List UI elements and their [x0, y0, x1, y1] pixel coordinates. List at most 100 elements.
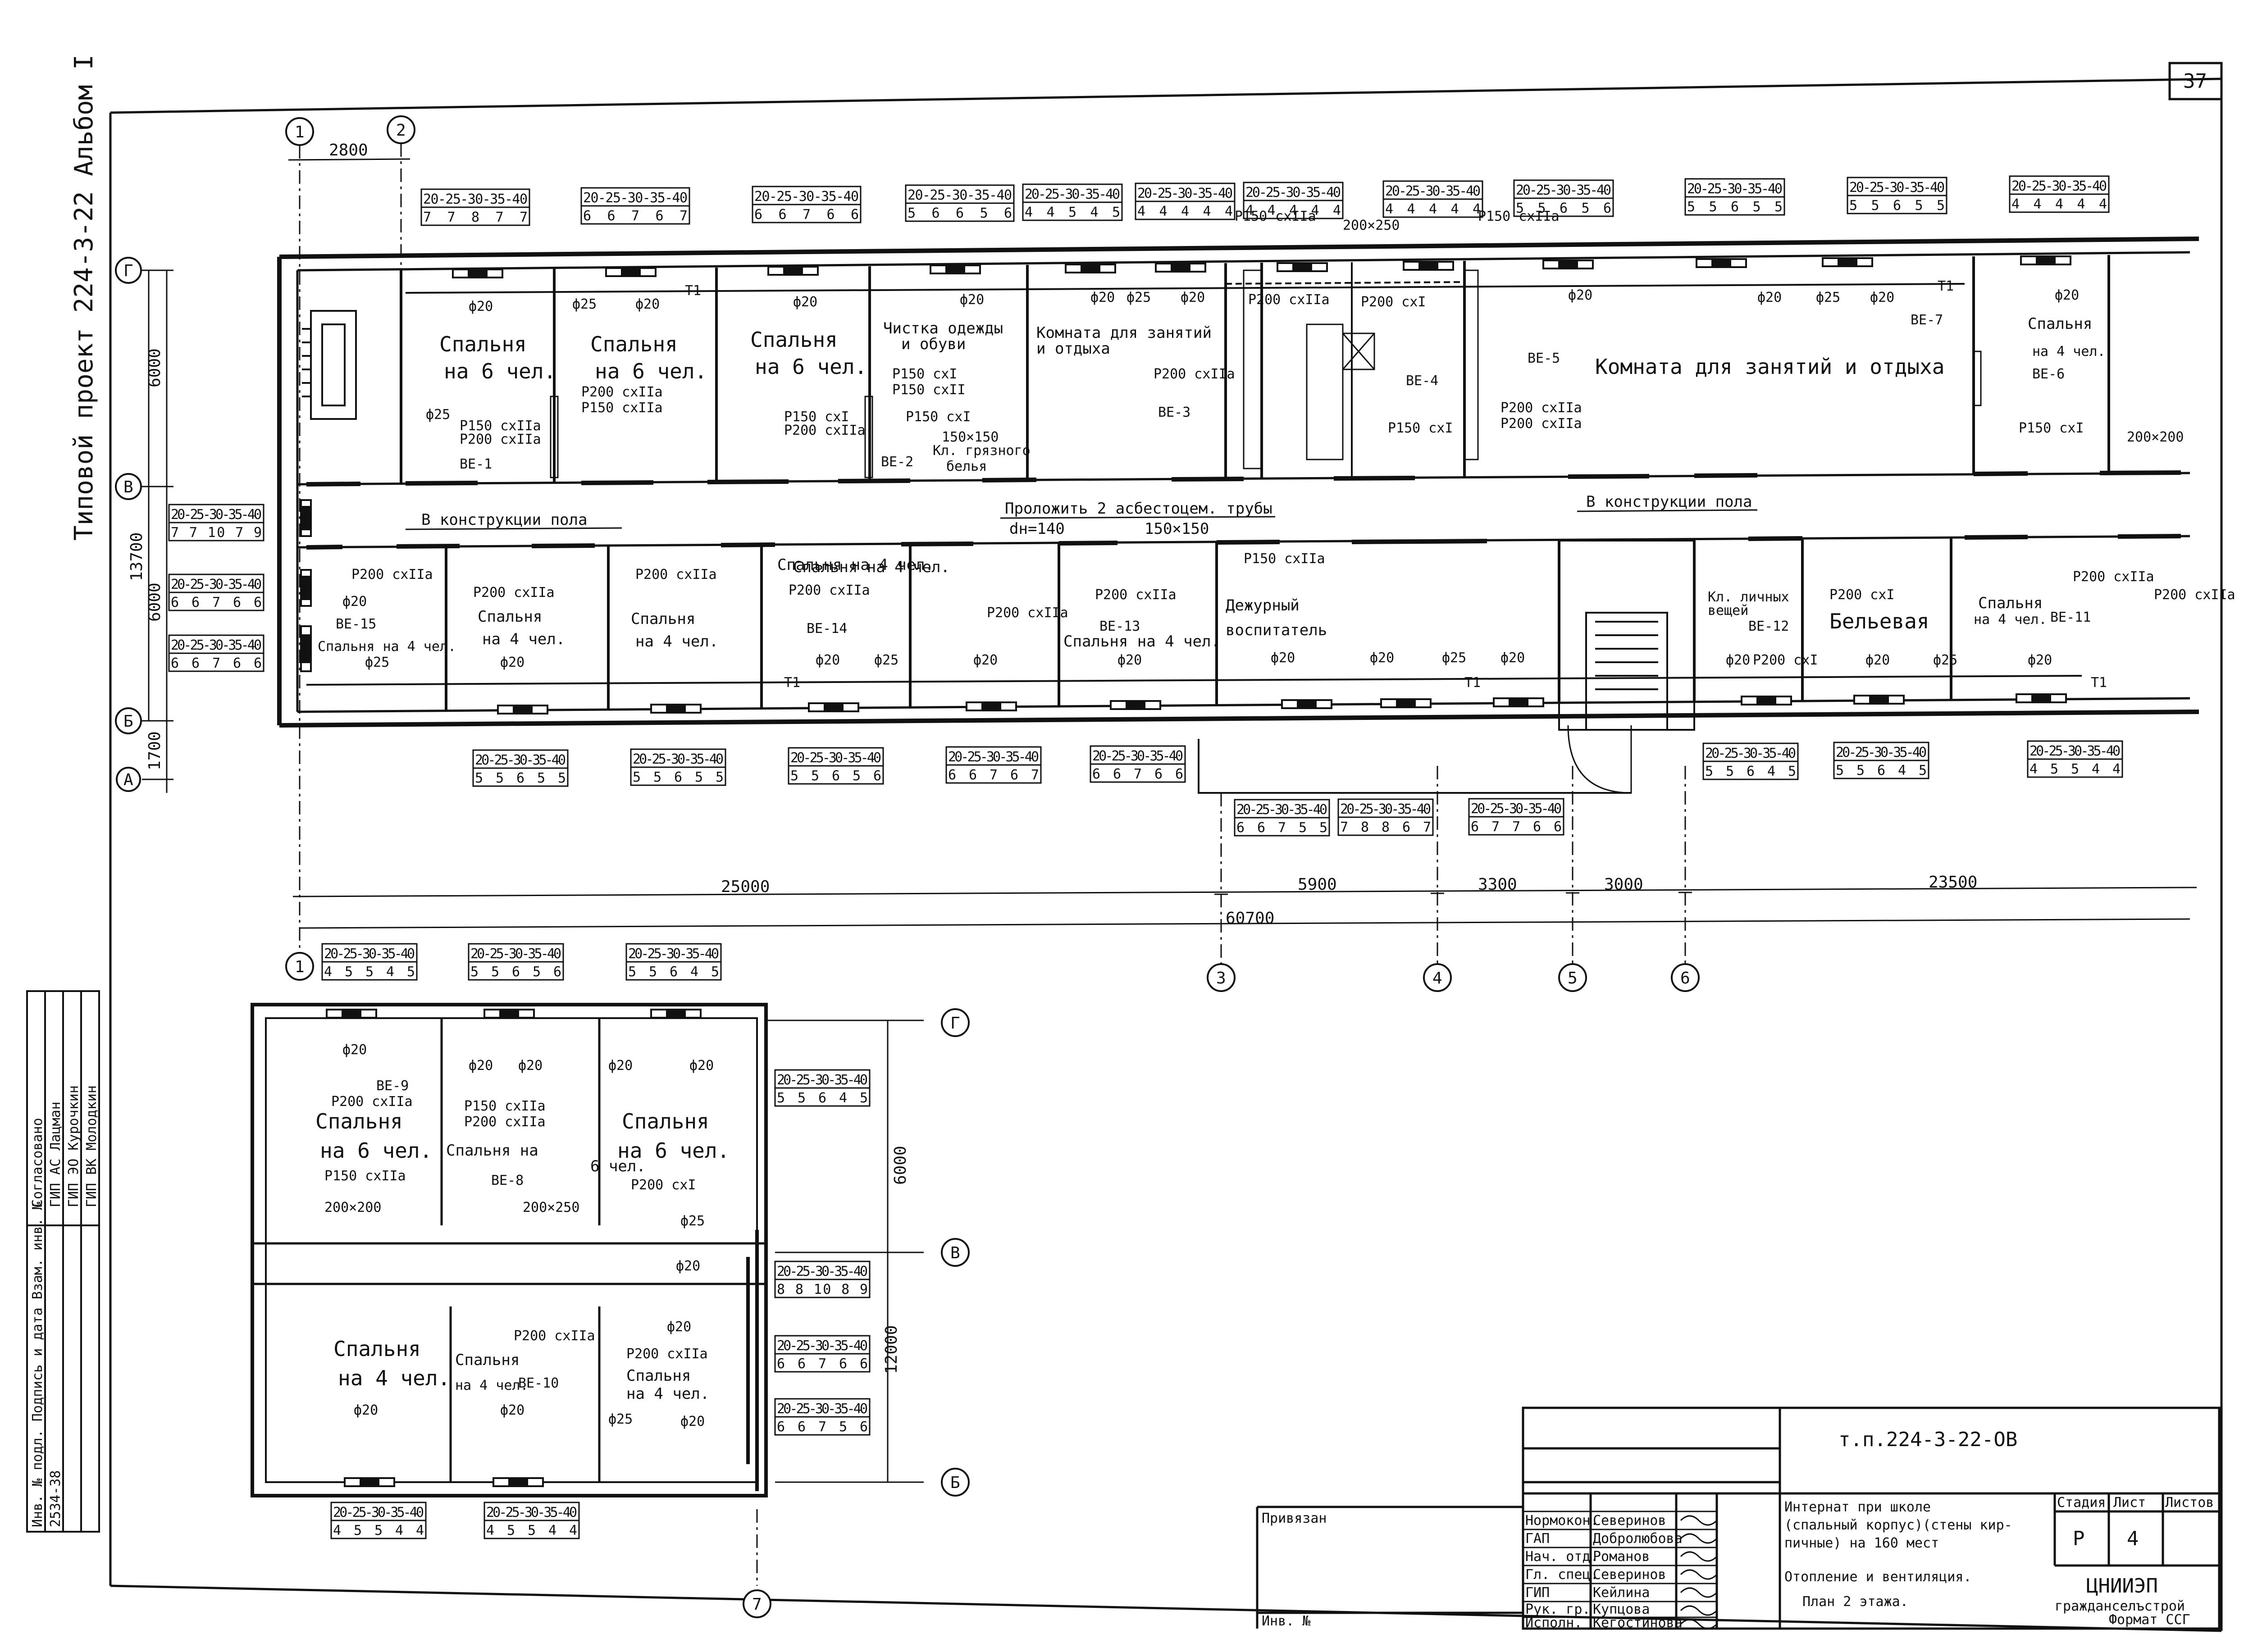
- svg-text:ГИП ЭО Курочкин: ГИП ЭО Курочкин: [66, 1085, 82, 1207]
- svg-text:Р150 схIIа: Р150 схIIа: [1244, 551, 1325, 567]
- svg-text:Рук. гр.: Рук. гр.: [1525, 1602, 1591, 1617]
- dimension-texts: 2800 6000 13700 6000 1700 25000 5900 330…: [128, 141, 1977, 928]
- svg-text:Р200 схIIа: Р200 схIIа: [1095, 587, 1177, 603]
- svg-text:ГИП ВК Молодкин: ГИП ВК Молодкин: [84, 1085, 100, 1207]
- svg-text:Р150 схIIа: Р150 схIIа: [460, 418, 541, 434]
- svg-text:Р200 схI: Р200 схI: [1829, 587, 1895, 603]
- svg-text:Р: Р: [2073, 1527, 2085, 1550]
- svg-text:Спальня на 4 чел.: Спальня на 4 чел.: [777, 556, 934, 574]
- approval-stamp-text: Согласовано ГИП АС Лацман ГИП ЭО Курочки…: [30, 1085, 100, 1527]
- radiators-left: [300, 499, 312, 672]
- svg-text:6 7 7 6 6: 6 7 7 6 6: [1471, 819, 1562, 835]
- svg-text:Т1: Т1: [1464, 675, 1481, 691]
- svg-text:Р150 схIIа: Р150 схIIа: [581, 400, 663, 416]
- svg-text:на 6 чел.: на 6 чел.: [755, 355, 867, 379]
- svg-text:на 4 чел.: на 4 чел.: [2032, 344, 2106, 360]
- svg-text:ф20: ф20: [1117, 652, 1142, 668]
- svg-text:ГАП: ГАП: [1525, 1531, 1550, 1547]
- svg-text:ф25: ф25: [608, 1411, 633, 1427]
- svg-text:Б: Б: [123, 712, 133, 731]
- svg-text:ф25: ф25: [680, 1213, 705, 1229]
- svg-text:20-25-30-35-40: 20-25-30-35-40: [1705, 746, 1796, 761]
- svg-text:ф20: ф20: [1865, 652, 1890, 668]
- svg-text:20-25-30-35-40: 20-25-30-35-40: [171, 637, 262, 653]
- svg-text:5 5 6 5 6: 5 5 6 5 6: [1516, 200, 1611, 216]
- svg-text:1: 1: [295, 123, 305, 141]
- svg-text:на 6 чел.: на 6 чел.: [320, 1138, 432, 1163]
- svg-text:Р200 схIIа: Р200 схIIа: [1248, 292, 1330, 308]
- svg-text:5 5 6 4 5: 5 5 6 4 5: [777, 1090, 868, 1106]
- svg-text:ф20: ф20: [960, 292, 984, 308]
- svg-text:5 5 6 4 5: 5 5 6 4 5: [1836, 763, 1927, 778]
- svg-text:Спальня: Спальня: [315, 1109, 403, 1133]
- svg-text:Г: Г: [123, 262, 133, 280]
- svg-text:Р150 схI: Р150 схI: [906, 409, 971, 425]
- svg-text:Спальня: Спальня: [590, 332, 678, 356]
- svg-text:200×200: 200×200: [2127, 429, 2184, 445]
- svg-text:20-25-30-35-40: 20-25-30-35-40: [2011, 178, 2107, 194]
- svg-text:12000: 12000: [882, 1325, 901, 1374]
- svg-text:20-25-30-35-40: 20-25-30-35-40: [948, 749, 1039, 765]
- svg-text:Р200 схIIа: Р200 схIIа: [464, 1114, 546, 1130]
- svg-text:Исполн.: Исполн.: [1525, 1615, 1582, 1631]
- corridor-openings: [306, 470, 2181, 550]
- svg-text:Спальня: Спальня: [439, 332, 527, 356]
- svg-text:20-25-30-35-40: 20-25-30-35-40: [777, 1401, 868, 1417]
- room-labels: Спальня на 6 чел. Спальня на 6 чел. Спал…: [318, 315, 2106, 655]
- svg-text:ф25: ф25: [365, 655, 389, 670]
- svg-text:ф20: ф20: [1568, 287, 1592, 303]
- svg-text:Кегостинова: Кегостинова: [1593, 1615, 1683, 1631]
- svg-text:Спальня на 4 чел.: Спальня на 4 чел.: [318, 639, 456, 655]
- svg-text:4: 4: [1432, 969, 1442, 988]
- svg-text:20-25-30-35-40: 20-25-30-35-40: [2030, 743, 2121, 759]
- svg-text:В: В: [123, 478, 133, 496]
- svg-text:Спальня: Спальня: [750, 328, 838, 352]
- svg-text:План 2 этажа.: План 2 этажа.: [1802, 1594, 1908, 1610]
- svg-text:ф20: ф20: [793, 294, 817, 310]
- svg-text:2800: 2800: [329, 141, 368, 159]
- svg-text:ВЕ-13: ВЕ-13: [1099, 619, 1140, 634]
- svg-text:Б: Б: [950, 1474, 960, 1492]
- svg-text:ф20: ф20: [608, 1058, 633, 1074]
- svg-text:2: 2: [396, 121, 406, 140]
- svg-text:Р200 схIIа: Р200 схIIа: [460, 432, 541, 447]
- svg-text:на 4 чел.: на 4 чел.: [635, 633, 718, 651]
- svg-text:Кл. грязного: Кл. грязного: [933, 443, 1031, 459]
- svg-text:ф20: ф20: [1271, 650, 1295, 666]
- sheet-number: 37: [2183, 70, 2207, 93]
- svg-text:150×150: 150×150: [942, 429, 999, 445]
- svg-text:20-25-30-35-40: 20-25-30-35-40: [423, 191, 528, 207]
- svg-text:20-25-30-35-40: 20-25-30-35-40: [1836, 745, 1927, 760]
- svg-text:20-25-30-35-40: 20-25-30-35-40: [333, 1505, 424, 1520]
- svg-text:3: 3: [1216, 969, 1226, 988]
- svg-text:Р200 схI: Р200 схI: [1361, 294, 1426, 310]
- svg-text:Нач. отд.: Нач. отд.: [1525, 1549, 1599, 1565]
- svg-text:200×250: 200×250: [523, 1200, 579, 1215]
- svg-text:5 5 6 5 5: 5 5 6 5 5: [633, 769, 724, 785]
- svg-text:ВЕ-2: ВЕ-2: [881, 454, 913, 470]
- svg-text:20-25-30-35-40: 20-25-30-35-40: [324, 946, 415, 962]
- svg-text:Листов: Листов: [2165, 1495, 2214, 1511]
- svg-text:ф25: ф25: [1816, 290, 1840, 305]
- svg-text:Р200 схIIа: Р200 схIIа: [626, 1346, 708, 1362]
- svg-text:т.п.224-3-22-ОВ: т.п.224-3-22-ОВ: [1838, 1428, 2017, 1451]
- svg-text:20-25-30-35-40: 20-25-30-35-40: [475, 752, 566, 768]
- svg-text:ф20: ф20: [2055, 287, 2079, 303]
- svg-text:Интернат при школе: Интернат при школе: [1784, 1499, 1931, 1515]
- plan-notes: В конструкции пола В конструкции пола Пр…: [405, 218, 2184, 538]
- fragment-labels: Спальня на 6 чел. Спальня на 6 чел. Спал…: [315, 1042, 910, 1429]
- svg-text:200×200: 200×200: [324, 1200, 381, 1215]
- svg-text:Романов: Романов: [1593, 1549, 1650, 1565]
- svg-text:ф20: ф20: [680, 1414, 705, 1429]
- svg-text:200×250: 200×250: [1343, 218, 1400, 233]
- heating-pipes: [306, 281, 2082, 686]
- svg-text:Гл. спец.: Гл. спец.: [1525, 1567, 1599, 1583]
- svg-text:Р200 схIIа: Р200 схIIа: [987, 605, 1068, 621]
- fragment-plan-walls: [251, 1003, 924, 1586]
- svg-text:Чистка одежды: Чистка одежды: [883, 319, 1003, 337]
- svg-text:ВЕ-14: ВЕ-14: [807, 621, 847, 637]
- svg-text:Р200 схIIа: Р200 схIIа: [635, 567, 717, 583]
- svg-text:ф20: ф20: [676, 1258, 700, 1274]
- svg-text:вещей: вещей: [1708, 603, 1748, 619]
